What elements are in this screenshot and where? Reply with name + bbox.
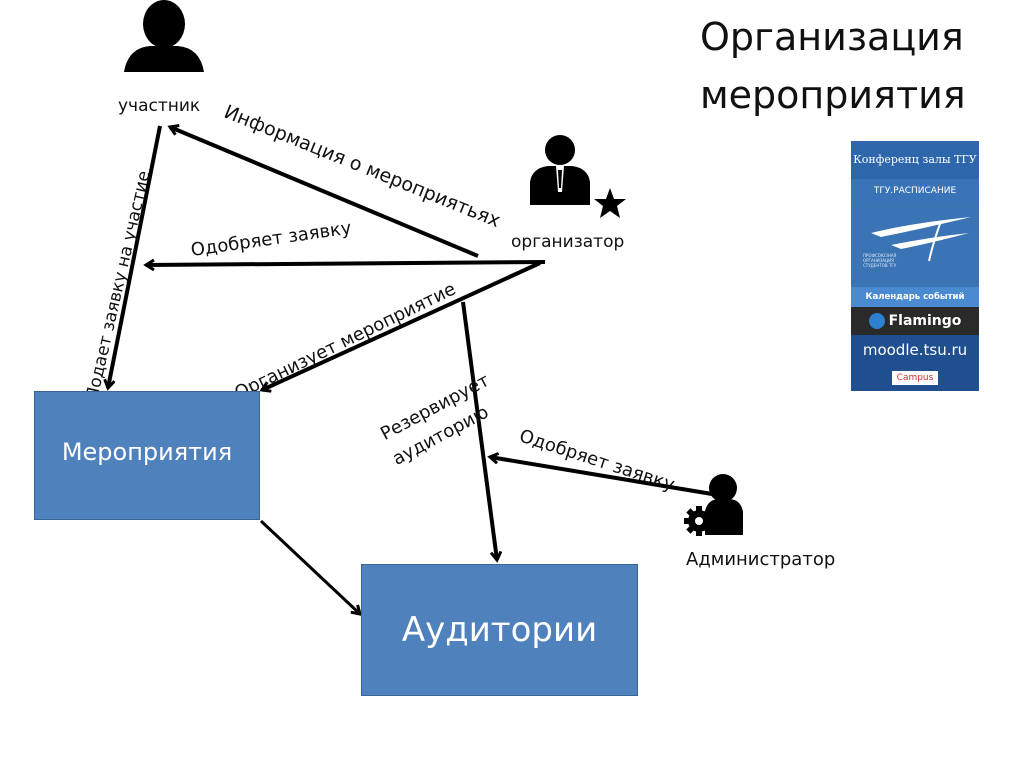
arrow-organize-event bbox=[262, 261, 541, 390]
arrow-approve-participant bbox=[146, 262, 546, 265]
events-box: Мероприятия bbox=[34, 391, 260, 520]
conf-halls-link[interactable]: Конференц залы ТГУ bbox=[851, 141, 979, 179]
union-text-1: ПРОФСОЮЗНАЯ bbox=[863, 253, 897, 258]
organizer-icon bbox=[530, 135, 626, 218]
arrow-approve-admin bbox=[490, 457, 713, 496]
tsu-links-banner: Конференц залы ТГУ ТГУ.РАСПИСАНИЕ ПРОФСО… bbox=[851, 141, 979, 391]
schedule-link[interactable]: ТГУ.РАСПИСАНИЕ bbox=[851, 179, 979, 203]
slide-title: Организация мероприятия bbox=[700, 8, 966, 124]
star-icon bbox=[594, 188, 626, 218]
gear-icon bbox=[684, 506, 714, 536]
title-line-2: мероприятия bbox=[700, 73, 966, 117]
campus-link[interactable]: Campus bbox=[891, 371, 939, 385]
arrow-info bbox=[170, 127, 479, 258]
participant-icon bbox=[124, 0, 204, 72]
campus-link-area[interactable]: Campus bbox=[851, 365, 979, 391]
flamingo-link[interactable]: Flamingo bbox=[851, 307, 979, 335]
administrator-icon bbox=[684, 474, 743, 536]
administrator-label: Администратор bbox=[686, 549, 836, 570]
events-label: Мероприятия bbox=[61, 437, 233, 466]
union-text-2: ОРГАНИЗАЦИЯ bbox=[863, 258, 894, 263]
title-line-1: Организация bbox=[700, 15, 964, 59]
flamingo-logo-icon bbox=[868, 313, 885, 329]
arrow-reserve-room bbox=[461, 301, 497, 560]
arrow-events-rooms bbox=[259, 519, 360, 614]
calendar-link[interactable]: Календарь событий bbox=[851, 287, 979, 307]
moodle-link[interactable]: moodle.tsu.ru bbox=[851, 335, 979, 365]
rooms-box: Аудитории bbox=[361, 564, 638, 696]
rooms-label: Аудитории bbox=[401, 610, 598, 650]
union-logo-icon bbox=[871, 217, 971, 262]
arrow-submit-request bbox=[108, 125, 162, 388]
flamingo-label: Flamingo bbox=[888, 313, 962, 329]
student-union-logo[interactable]: ПРОФСОЮЗНАЯ ОРГАНИЗАЦИЯ СТУДЕНТОВ ТГУ bbox=[851, 203, 979, 287]
participant-label: участник bbox=[118, 96, 201, 116]
organizer-label: организатор bbox=[511, 232, 625, 252]
union-text-3: СТУДЕНТОВ ТГУ bbox=[863, 263, 897, 268]
